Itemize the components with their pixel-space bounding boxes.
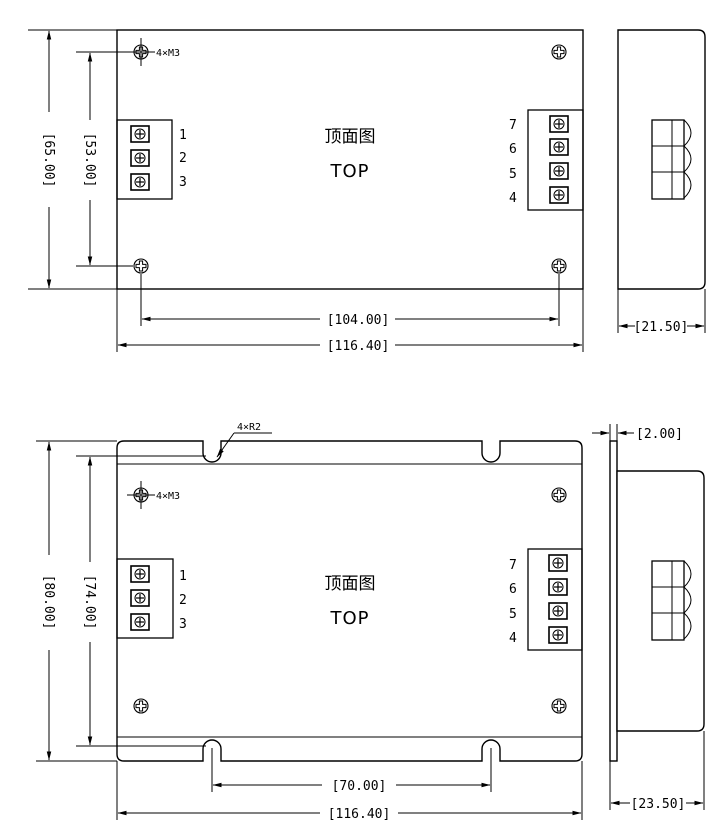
top-pin-5: 5 [509,167,517,182]
top-dim-height-inner-text: [53.00] [82,133,97,188]
top-side-view: [21.50] [617,29,706,335]
bottom-dim-height-outer-text: [80.00] [41,575,56,630]
top-hole-bottom-right-icon [551,258,567,274]
bottom-radius-label: 4×R2 [237,422,261,433]
bottom-dim-height-inner-text: [74.00] [82,575,97,630]
top-dim-height-inner: [53.00] [76,51,133,267]
top-dim-width-holes-text: [104.00] [327,313,390,328]
top-dim-width-outer-text: [116.40] [327,339,390,354]
bottom-dim-width-outer-text: [116.40] [328,807,391,822]
bottom-dim-width-outer: [116.40] [116,761,583,822]
top-hole-top-right-icon [551,44,567,60]
bottom-dim-width-slots-text: [70.00] [332,779,387,794]
top-view: 4×M3 1 2 3 7 6 5 4 顶面图 TOP [28,29,706,354]
bottom-dim-height-inner: [74.00] [76,455,206,747]
bottom-pin-3: 3 [179,617,187,632]
top-view-housing [116,29,584,290]
bottom-pin-1: 1 [179,569,187,584]
bottom-side-view: [2.00] [23.50] [592,424,705,812]
bottom-hole-label: 4×M3 [156,491,180,502]
bottom-left-terminal-block [116,558,174,639]
bottom-radius-leader: 4×R2 [216,422,272,458]
top-pin-3: 3 [179,175,187,190]
top-view-title-en: TOP [329,161,369,182]
bottom-dim-flange-text: [2.00] [636,427,683,442]
top-pin-6: 6 [509,142,517,157]
bottom-view-title-cn: 顶面图 [325,574,376,594]
bottom-dim-width-slots: [70.00] [211,748,492,794]
top-dim-height-outer-text: [65.00] [41,133,56,188]
bottom-pin-5: 5 [509,607,517,622]
top-pin-2: 2 [179,151,187,166]
bottom-view-title-en: TOP [329,608,369,629]
top-dim-width-holes: [104.00] [140,274,560,328]
bottom-dim-height-outer: [80.00] [36,440,117,762]
top-right-terminal-block [527,109,584,211]
top-pin-1: 1 [179,128,187,143]
bottom-pin-6: 6 [509,582,517,597]
bottom-pin-2: 2 [179,593,187,608]
bottom-view: 4×R2 4×M3 1 2 3 7 6 [36,422,705,822]
bottom-hole-bottom-right-icon [551,698,567,714]
bottom-hole-top-right-icon [551,487,567,503]
bottom-hole-top-left-icon [127,481,155,509]
bottom-hole-bottom-left-icon [133,698,149,714]
top-dim-width-outer: [116.40] [116,289,584,354]
top-dim-height-outer: [65.00] [28,29,117,290]
bottom-pin-7: 7 [509,558,517,573]
top-dim-depth-text: [21.50] [634,320,689,335]
top-hole-bottom-left-icon [133,258,149,274]
bottom-dim-depth-text: [23.50] [631,797,686,812]
top-hole-label: 4×M3 [156,48,180,59]
top-left-terminal-block [116,119,173,200]
top-view-title-cn: 顶面图 [325,127,376,147]
top-pin-7: 7 [509,118,517,133]
bottom-right-terminal-block [527,548,583,651]
bottom-view-plate [116,440,583,762]
bottom-pin-4: 4 [509,631,517,646]
top-pin-4: 4 [509,191,517,206]
